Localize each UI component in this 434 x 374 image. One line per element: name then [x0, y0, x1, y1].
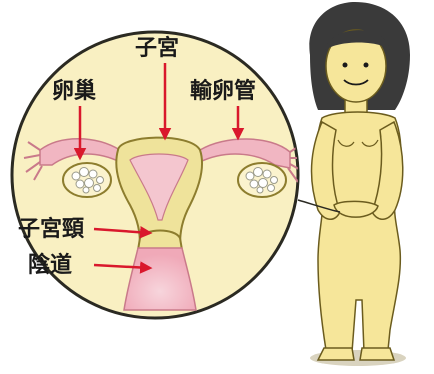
standing-woman-illustration — [309, 2, 410, 366]
eye-right — [364, 63, 369, 68]
label-vagina: 陰道 — [28, 252, 72, 278]
ovary-right — [238, 163, 286, 197]
label-cervix: 子宮頸 — [18, 216, 85, 242]
eye-left — [343, 63, 348, 68]
label-fallopian-tube: 輸卵管 — [190, 78, 256, 104]
ovary-left — [63, 163, 111, 197]
label-uterus: 子宮 — [135, 35, 179, 61]
label-ovary: 卵巢 — [52, 78, 96, 104]
